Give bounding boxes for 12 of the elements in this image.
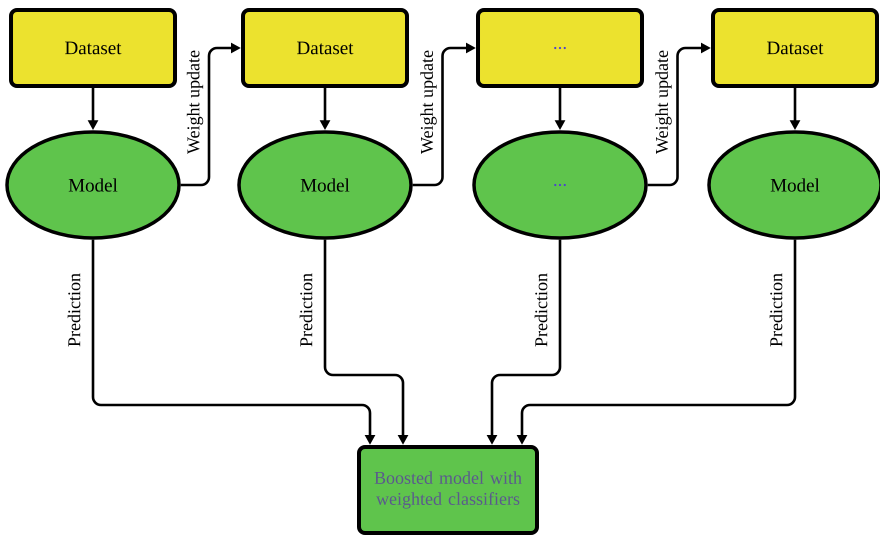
- edge-label: Prediction: [300, 273, 312, 346]
- edge-label: Prediction: [770, 273, 782, 346]
- edge-label: Weight update: [420, 50, 437, 154]
- dataset-box: Dataset: [9, 8, 177, 88]
- dataset-box: Dataset: [241, 8, 409, 88]
- edge-label: Prediction: [68, 273, 80, 346]
- edge-label: Weight update: [655, 50, 672, 154]
- edge-label: Prediction: [534, 273, 548, 346]
- result-box: Boosted model with weighted classifiers: [357, 445, 539, 535]
- dataset-box: Dataset: [711, 8, 879, 88]
- dataset-box: ...: [476, 8, 644, 88]
- edge-label: Weight update: [186, 50, 204, 154]
